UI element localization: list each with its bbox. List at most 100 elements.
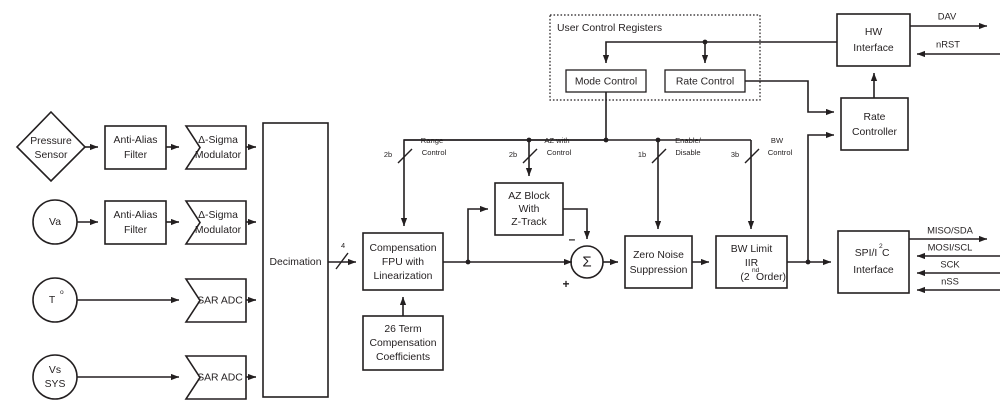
signal-nss-label: nSS xyxy=(941,275,959,286)
control-tap-bw-control: 3b BW Control xyxy=(731,136,793,164)
bw-control-line2: Control xyxy=(768,148,793,157)
wire-datapath-to-rate-controller xyxy=(807,131,835,262)
modulator-2-line1: Δ-Sigma xyxy=(198,210,238,221)
control-tap-az-with: 2b AZ with Control xyxy=(509,136,572,164)
az-control-line2: Control xyxy=(547,148,572,157)
block-rate-control[interactable]: Rate Control xyxy=(664,69,746,93)
az-block-line1: AZ Block xyxy=(508,191,550,202)
block-compensation-fpu[interactable]: Compensation FPU with Linearization xyxy=(362,232,444,291)
anti-alias-1-line2: Filter xyxy=(124,150,148,161)
az-block-line2: With xyxy=(519,204,540,215)
compensation-fpu-line2: FPU with xyxy=(382,257,424,268)
modulator-1-line1: Δ-Sigma xyxy=(198,135,238,146)
block-rate-controller[interactable]: Rate Controller xyxy=(840,97,909,151)
block-mode-control[interactable]: Mode Control xyxy=(565,69,647,93)
wire-az-to-sum-minus xyxy=(563,208,591,240)
pressure-sensor-label-line1: Pressure xyxy=(30,136,72,147)
wire-hw-to-mode-control xyxy=(602,41,837,64)
range-control-bits: 2b xyxy=(384,150,392,159)
range-control-line1: Range xyxy=(421,136,443,145)
slash-range-control xyxy=(397,148,413,164)
bus-width-label-4: 4 xyxy=(341,241,345,250)
az-control-line1: AZ with xyxy=(544,136,569,145)
bw-limit-line3-post: Order) xyxy=(756,272,786,283)
spi-i2c-line1-pre: SPI/I xyxy=(855,248,878,259)
block-sar-adc-1[interactable]: SAR ADC xyxy=(184,278,247,323)
user-control-registers-group: User Control Registers xyxy=(549,14,761,101)
range-control-line2: Control xyxy=(422,148,447,157)
modulator-2-line2: Modulator xyxy=(195,225,242,236)
input-va[interactable]: Va xyxy=(32,199,78,245)
summing-node-symbol: Σ xyxy=(582,253,591,270)
bus-slash-decimation xyxy=(335,252,349,270)
spi-i2c-line2: Interface xyxy=(853,265,894,276)
az-control-bits: 2b xyxy=(509,150,517,159)
rate-controller-line2: Controller xyxy=(852,127,898,138)
hw-interface-line1: HW xyxy=(865,27,883,38)
slash-bw-control xyxy=(744,148,760,164)
wire-rate-control-to-rate-controller xyxy=(745,80,835,116)
anti-alias-1-line1: Anti-Alias xyxy=(114,135,158,146)
anti-alias-2-line1: Anti-Alias xyxy=(114,210,158,221)
temperature-label: T xyxy=(49,295,56,306)
bw-limit-line3-sup: nd xyxy=(752,267,760,274)
user-control-registers-label: User Control Registers xyxy=(557,23,662,34)
bw-control-bits: 3b xyxy=(731,150,739,159)
signal-dav-label: DAV xyxy=(938,10,957,21)
block-compensation-coefficients[interactable]: 26 Term Compensation Coefficients xyxy=(362,315,444,371)
control-tap-range: 2b Range Control xyxy=(384,136,447,164)
slash-enable-disable xyxy=(651,148,667,164)
enable-disable-line2: Disable xyxy=(675,148,700,157)
block-delta-sigma-modulator-2[interactable]: Δ-Sigma Modulator xyxy=(184,200,247,245)
input-temperature[interactable]: T o xyxy=(32,277,78,323)
decimation-label: Decimation xyxy=(270,257,322,268)
block-anti-alias-filter-1[interactable]: Anti-Alias Filter xyxy=(104,125,167,170)
enable-disable-line1: Enable/ xyxy=(675,136,702,145)
input-pressure-sensor[interactable]: Pressure Sensor xyxy=(15,110,87,183)
hw-interface-line2: Interface xyxy=(853,43,894,54)
block-az-z-track[interactable]: AZ Block With Z-Track xyxy=(494,182,564,236)
block-delta-sigma-modulator-1[interactable]: Δ-Sigma Modulator xyxy=(184,125,247,170)
summing-node-minus: – xyxy=(569,232,576,246)
wire-fpu-branch-to-az xyxy=(467,205,489,262)
signal-sck-label: SCK xyxy=(940,258,960,269)
sar-adc-2-label: SAR ADC xyxy=(197,372,243,383)
input-vs-sys[interactable]: Vs SYS xyxy=(32,354,78,400)
block-spi-i2c-interface[interactable]: SPI/I 2 C Interface xyxy=(837,230,910,294)
sar-adc-1-label: SAR ADC xyxy=(197,295,243,306)
block-hw-interface[interactable]: HW Interface xyxy=(836,13,911,67)
compensation-fpu-line1: Compensation xyxy=(369,243,436,254)
block-zero-noise-suppression[interactable]: Zero Noise Suppression xyxy=(624,235,693,289)
spi-i2c-line1-sup: 2 xyxy=(879,243,883,250)
pressure-sensor-label-line2: Sensor xyxy=(35,150,68,161)
junction-dot-fpu-branch xyxy=(465,259,471,265)
bw-limit-line3-pre: (2 xyxy=(740,272,749,283)
signal-miso-sda-label: MISO/SDA xyxy=(927,224,974,235)
block-sar-adc-2[interactable]: SAR ADC xyxy=(184,355,247,400)
block-decimation[interactable]: Decimation xyxy=(262,122,329,398)
enable-disable-bits: 1b xyxy=(638,150,646,159)
control-tap-enable-disable: 1b Enable/ Disable xyxy=(638,136,702,164)
block-anti-alias-filter-2[interactable]: Anti-Alias Filter xyxy=(104,200,167,245)
vs-sys-label-line2: SYS xyxy=(45,379,66,390)
mode-control-label: Mode Control xyxy=(575,76,637,87)
coefficients-line1: 26 Term xyxy=(384,324,421,335)
signal-nrst-label: nRST xyxy=(936,38,960,49)
rate-control-label: Rate Control xyxy=(676,76,734,87)
zero-noise-line1: Zero Noise xyxy=(633,250,684,261)
va-label: Va xyxy=(49,217,61,228)
bw-limit-line1: BW Limit xyxy=(731,244,773,255)
junction-dot-control-bus xyxy=(702,39,708,45)
compensation-fpu-line3: Linearization xyxy=(374,271,433,282)
coefficients-line3: Coefficients xyxy=(376,352,430,363)
spi-i2c-line1-post: C xyxy=(882,248,890,259)
bw-control-line1: BW xyxy=(771,136,784,145)
signal-mosi-scl-label: MOSI/SCL xyxy=(928,241,973,252)
zero-noise-line2: Suppression xyxy=(630,265,688,276)
az-block-line3: Z-Track xyxy=(511,217,547,228)
block-bw-limit-iir[interactable]: BW Limit IIR (2 nd Order) xyxy=(715,235,788,289)
anti-alias-2-line2: Filter xyxy=(124,225,148,236)
coefficients-line2: Compensation xyxy=(369,338,436,349)
